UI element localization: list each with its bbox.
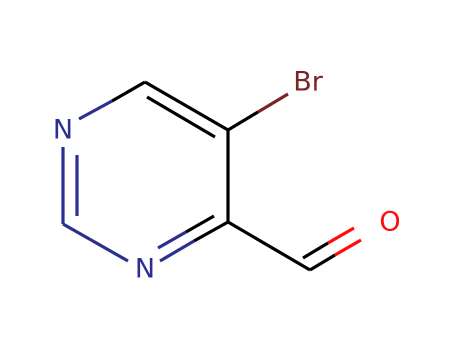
bond-c-o-oxygen-part [334,238,362,257]
atom-o-label: O [379,207,400,238]
bond-n3-c4-carbon-part [193,220,229,243]
bond-c6-n1-carbon-part [111,80,146,103]
bond-c-o-inner-oxygen-part [327,226,355,245]
bond-n3-c4-nitrogen-part [159,239,195,263]
atom-n1-label: N [53,115,73,146]
bond-c2-n3 [62,222,129,263]
bond-c6-n1-nitrogen-part [78,99,113,121]
bond-c5-br-bromine-part [257,92,289,114]
bond-n3-c4-inner-nitrogen [157,230,187,250]
bond-c5-br-carbon-part [227,110,259,132]
atom-n3-label: N [135,254,155,285]
atom-br-label: Br [293,67,324,98]
bond-c4-cho [227,220,311,272]
bond-c6-c5 [144,80,229,132]
bond-c6-c5-inner [146,95,216,139]
bond-n3-c4-inner-carbon [185,214,215,234]
bond-c-o-inner-carbon-part [302,241,329,260]
bond-c-o-carbon-part [309,253,336,272]
